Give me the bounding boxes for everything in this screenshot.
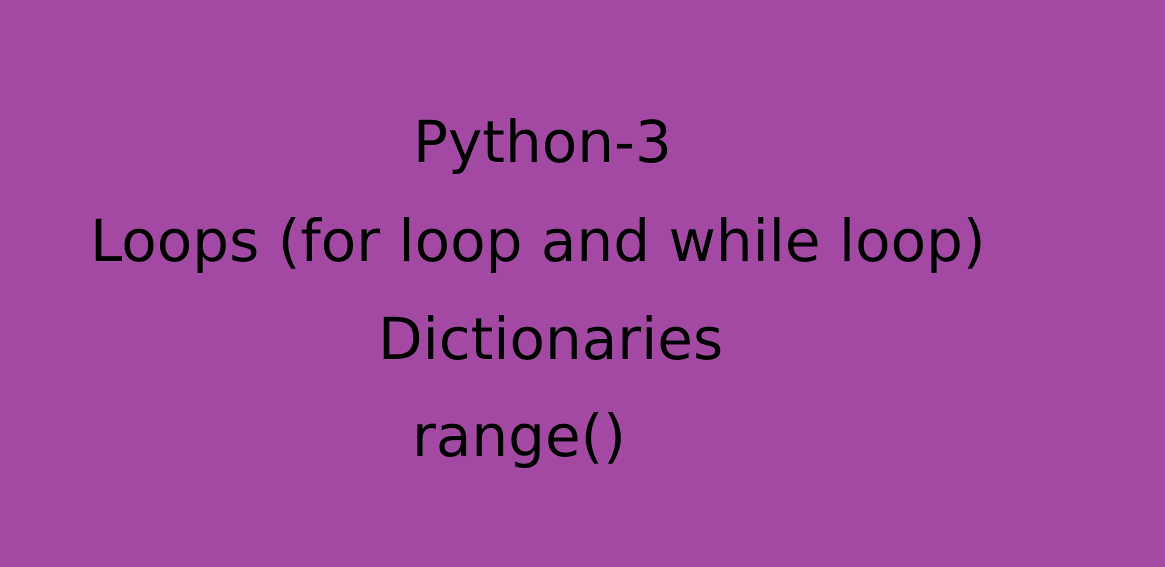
title-line-dictionaries: Dictionaries bbox=[378, 305, 724, 373]
title-line-range: range() bbox=[412, 402, 626, 470]
title-line-python: Python-3 bbox=[413, 108, 672, 176]
title-line-loops: Loops (for loop and while loop) bbox=[90, 207, 986, 275]
